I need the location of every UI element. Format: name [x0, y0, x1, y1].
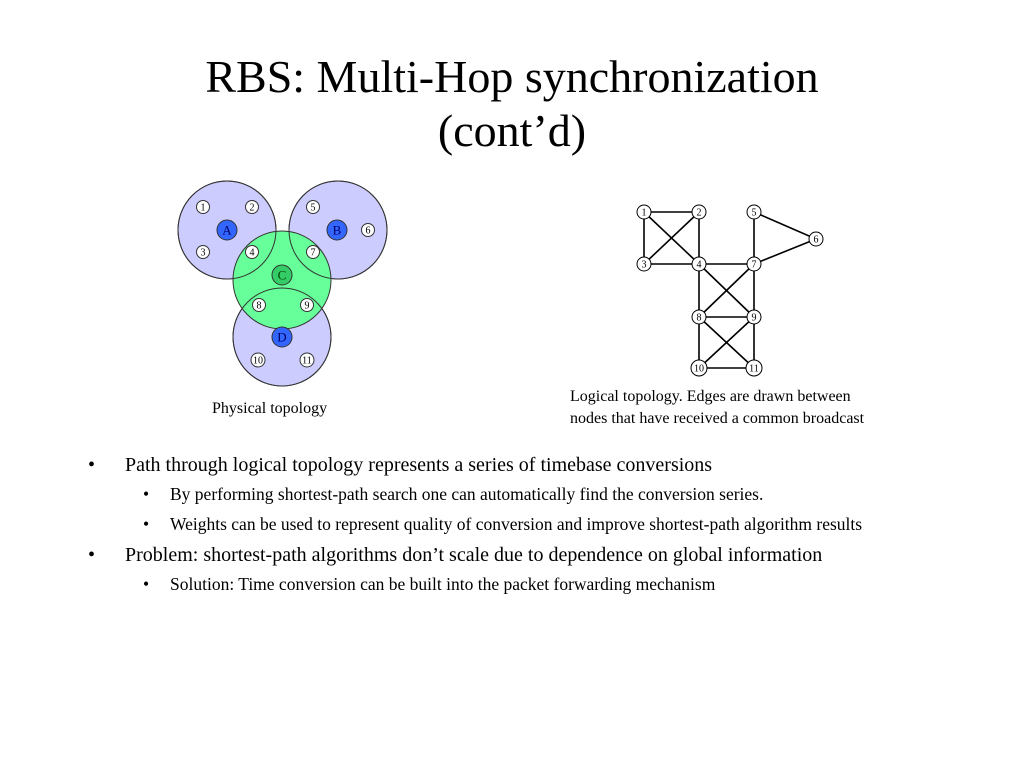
sub-bullet-list: By performing shortest-path search one c… [125, 482, 938, 536]
slide-title-line-1: RBS: Multi-Hop synchronization [205, 51, 819, 102]
physical-node-8: 8 [252, 298, 266, 312]
slide-title: RBS: Multi-Hop synchronization (cont’d) [60, 50, 964, 158]
svg-text:8: 8 [697, 313, 702, 324]
physical-topology-caption: Physical topology [212, 400, 328, 417]
svg-text:3: 3 [201, 248, 206, 259]
logical-node-11: 11 [745, 359, 763, 377]
svg-text:7: 7 [311, 248, 316, 259]
svg-text:9: 9 [305, 301, 310, 312]
sub-bullet-shortest-path-search: By performing shortest-path search one c… [125, 482, 938, 506]
hub-a-label: A [222, 223, 232, 238]
logical-node-10: 10 [690, 359, 708, 377]
physical-node-3: 3 [196, 245, 210, 259]
physical-node-9: 9 [300, 298, 314, 312]
sub-bullet-weights: Weights can be used to represent quality… [125, 512, 938, 536]
physical-node-4: 4 [245, 245, 259, 259]
region-a-outline [177, 180, 277, 280]
hub-b-label: B [333, 223, 342, 238]
svg-text:10: 10 [253, 356, 263, 367]
svg-text:2: 2 [697, 208, 702, 219]
svg-text:3: 3 [642, 260, 647, 271]
svg-text:6: 6 [366, 226, 371, 237]
logical-node-2: 2 [691, 204, 707, 220]
hub-c-label: C [278, 268, 287, 283]
hub-d: D [271, 326, 293, 348]
logical-node-4: 4 [691, 256, 707, 272]
logical-edges [643, 211, 817, 369]
logical-edge-7-8 [698, 263, 755, 318]
svg-text:4: 4 [697, 260, 702, 271]
svg-text:7: 7 [752, 260, 757, 271]
logical-caption-line-2: nodes that have received a common broadc… [570, 410, 865, 427]
svg-text:11: 11 [749, 364, 759, 375]
logical-node-1: 1 [636, 204, 652, 220]
logical-edge-2-3 [643, 211, 700, 265]
svg-text:1: 1 [642, 208, 647, 219]
region-d-outline [232, 287, 332, 387]
logical-edge-5-6 [753, 211, 817, 240]
logical-node-7: 7 [746, 256, 762, 272]
logical-node-9: 9 [746, 309, 762, 325]
logical-topology-caption: Logical topology. Edges are drawn betwee… [570, 386, 990, 430]
physical-node-7: 7 [306, 245, 320, 259]
physical-node-5: 5 [306, 200, 320, 214]
physical-nodes: 1 2 3 4 5 6 7 8 9 10 11 [196, 200, 375, 368]
svg-text:6: 6 [814, 235, 819, 246]
bullet-problem-scaling: Problem: shortest-path algorithms don’t … [88, 542, 938, 596]
logical-nodes: 1 2 3 4 5 6 7 8 9 10 11 [636, 204, 824, 377]
logical-node-8: 8 [691, 309, 707, 325]
svg-text:5: 5 [311, 203, 316, 214]
bullet-text: Path through logical topology represents… [125, 454, 713, 476]
svg-text:2: 2 [250, 203, 255, 214]
hub-d-label: D [277, 330, 286, 345]
physical-node-2: 2 [245, 200, 259, 214]
logical-caption-line-1: Logical topology. Edges are drawn betwee… [570, 388, 851, 405]
hub-c: C [271, 264, 293, 286]
bullet-text: Problem: shortest-path algorithms don’t … [125, 544, 823, 566]
physical-node-11: 11 [299, 352, 315, 368]
slide-title-line-2: (cont’d) [437, 105, 587, 156]
hub-b: B [326, 219, 348, 241]
svg-text:4: 4 [250, 248, 255, 259]
svg-text:1: 1 [201, 203, 206, 214]
sub-bullet-solution: Solution: Time conversion can be built i… [125, 572, 938, 596]
physical-topology-diagram: A B C D 1 2 3 4 5 6 7 8 9 10 11 [177, 180, 388, 387]
physical-node-6: 6 [361, 223, 375, 237]
region-b-outline [288, 180, 388, 280]
svg-text:10: 10 [694, 364, 704, 375]
bullet-path-through-logical-topology: Path through logical topology represents… [88, 452, 938, 536]
physical-node-10: 10 [250, 352, 266, 368]
hub-a: A [216, 219, 238, 241]
physical-node-1: 1 [196, 200, 210, 214]
logical-topology-diagram: 1 2 3 4 5 6 7 8 9 10 11 [636, 204, 824, 377]
logical-node-5: 5 [746, 204, 762, 220]
logical-edge-9-10 [698, 316, 755, 369]
svg-text:5: 5 [752, 208, 757, 219]
logical-edge-6-7 [753, 238, 817, 265]
logical-node-6: 6 [808, 231, 824, 247]
sub-bullet-list: Solution: Time conversion can be built i… [125, 572, 938, 596]
svg-text:8: 8 [257, 301, 262, 312]
svg-text:11: 11 [302, 356, 312, 367]
bullet-list: Path through logical topology represents… [88, 450, 938, 602]
svg-text:9: 9 [752, 313, 757, 324]
logical-node-3: 3 [636, 256, 652, 272]
